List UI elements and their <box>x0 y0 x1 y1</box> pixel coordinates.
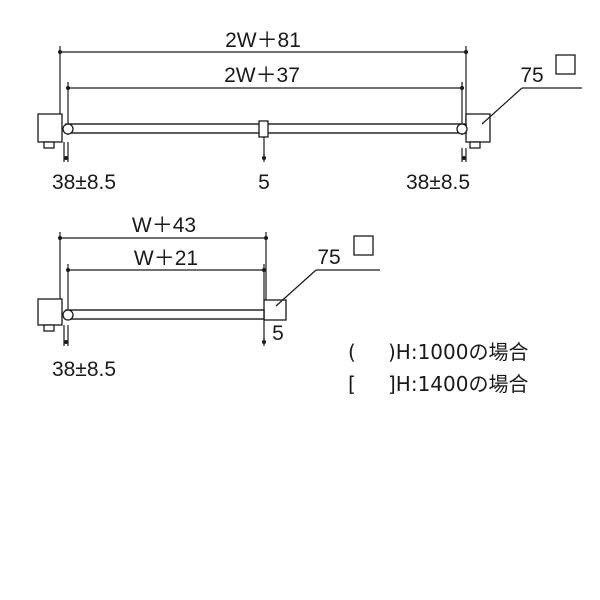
bottom-rail <box>62 309 265 321</box>
top-right-post <box>465 113 491 149</box>
top-offset-extension-lines <box>63 137 467 162</box>
bottom-post-size-callout <box>275 235 380 307</box>
top-post-size-callout <box>481 54 582 125</box>
bottom-right-post <box>263 299 287 321</box>
bottom-right-gap-label: 5 <box>272 322 284 345</box>
bottom-left-post <box>37 298 63 332</box>
bottom-offset-extension-lines <box>63 320 266 346</box>
bottom-post-size-label: 75 <box>317 246 340 269</box>
bottom-view: W＋43 W＋21 <box>37 214 380 381</box>
legend-bracket-desc: ]H:1400の場合 <box>388 372 528 396</box>
bottom-inner-width-label: W＋21 <box>134 247 198 270</box>
legend: ( )H:1000の場合 [ ]H:1400の場合 <box>348 340 528 396</box>
legend-bracket-open: [ <box>348 372 356 396</box>
top-left-post <box>37 113 63 149</box>
bottom-left-offset-label: 38±8.5 <box>52 358 116 381</box>
top-center-gap-label: 5 <box>258 171 270 194</box>
top-post-size-label: 75 <box>520 64 543 87</box>
top-left-offset-label: 38±8.5 <box>52 171 116 194</box>
top-outer-width-label: 2W＋81 <box>225 29 301 52</box>
bottom-outer-width-label: W＋43 <box>132 214 196 237</box>
bottom-outer-dimension-line <box>58 232 268 320</box>
legend-paren-open: ( <box>348 340 356 364</box>
top-view: 2W＋81 2W＋37 <box>37 29 582 194</box>
top-inner-width-label: 2W＋37 <box>224 64 300 87</box>
top-rail <box>62 120 468 138</box>
top-right-offset-label: 38±8.5 <box>406 171 470 194</box>
legend-paren-desc: )H:1000の場合 <box>388 340 528 364</box>
